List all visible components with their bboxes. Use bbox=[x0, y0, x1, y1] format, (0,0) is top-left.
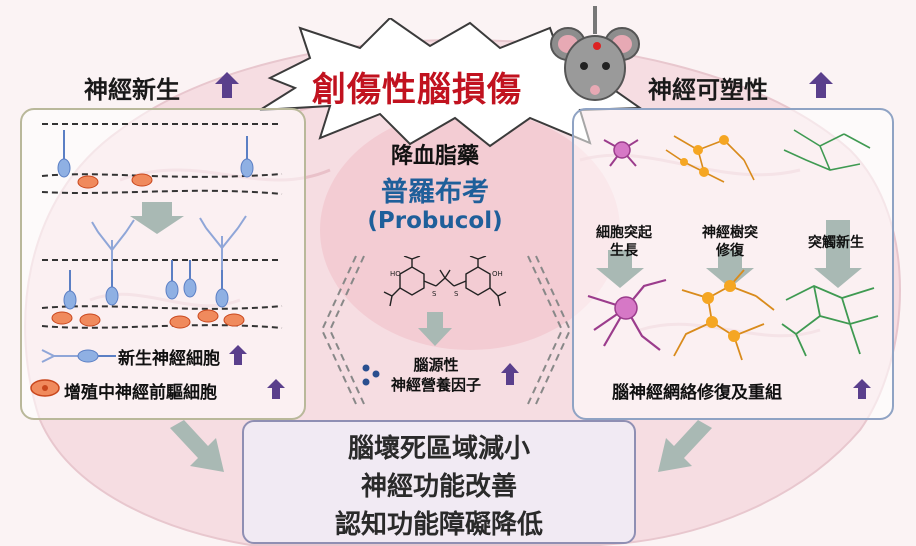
neuron-icon bbox=[41, 349, 116, 363]
bdnf-line1: 腦源性 bbox=[413, 356, 459, 374]
dendrite-line1: 神經樹突 bbox=[702, 225, 758, 241]
new-neurons-label: 新生神經細胞 bbox=[118, 349, 220, 369]
progenitor-cell-icon bbox=[30, 379, 60, 397]
up-arrow-icon bbox=[809, 72, 833, 98]
up-arrow-icon bbox=[229, 345, 247, 365]
neuron-icon bbox=[57, 130, 71, 178]
mouse-icon bbox=[550, 6, 640, 101]
neurite-line2: 生長 bbox=[610, 243, 638, 259]
plasticity-heading: 神經可塑性 bbox=[648, 76, 768, 104]
svg-text:OH: OH bbox=[492, 270, 503, 278]
page-title: 創傷性腦損傷 bbox=[312, 70, 522, 110]
svg-text:HO: HO bbox=[390, 270, 401, 278]
down-arrow-icon bbox=[418, 312, 452, 346]
neurogenesis-heading: 神經新生 bbox=[84, 76, 180, 104]
outcome-line-1: 腦壞死區域減小 bbox=[347, 434, 530, 464]
neurite-line1: 細胞突起 bbox=[596, 225, 652, 241]
svg-text:S: S bbox=[432, 290, 437, 298]
up-arrow-icon bbox=[853, 379, 871, 399]
arrow-left-to-outcome bbox=[170, 420, 224, 472]
outcome-box: 腦壞死區域減小 神經功能改善 認知功能障礙降低 bbox=[242, 420, 636, 544]
molecule-icon: HO OH S S bbox=[383, 256, 507, 307]
up-arrow-icon bbox=[501, 363, 519, 385]
svg-text:S: S bbox=[454, 290, 459, 298]
outcome-line-2: 神經功能改善 bbox=[360, 472, 517, 502]
network-label: 腦神經網絡修復及重組 bbox=[612, 383, 782, 403]
progenitors-label: 增殖中神經前驅細胞 bbox=[64, 383, 217, 403]
bdnf-dots-icon bbox=[362, 364, 380, 386]
arrow-right-to-outcome bbox=[658, 420, 712, 472]
outcome-line-3: 認知功能障礙降低 bbox=[334, 510, 543, 540]
bdnf-line2: 神經營養因子 bbox=[390, 376, 481, 394]
synapse-label: 突觸新生 bbox=[808, 235, 864, 251]
dendrite-line2: 修復 bbox=[716, 243, 744, 259]
plasticity-illustration bbox=[587, 129, 879, 361]
center-bracket bbox=[320, 255, 572, 405]
drug-class-label: 降血脂藥 bbox=[390, 144, 479, 169]
neurogenesis-panel bbox=[20, 108, 306, 420]
drug-english-label: (Probucol) bbox=[367, 208, 503, 234]
neurogenesis-illustration bbox=[41, 123, 283, 329]
drug-name-label: 普羅布考 bbox=[381, 177, 489, 208]
up-arrow-icon bbox=[267, 379, 285, 399]
purple-cell-small bbox=[603, 139, 639, 167]
up-arrow-icon bbox=[215, 72, 239, 98]
